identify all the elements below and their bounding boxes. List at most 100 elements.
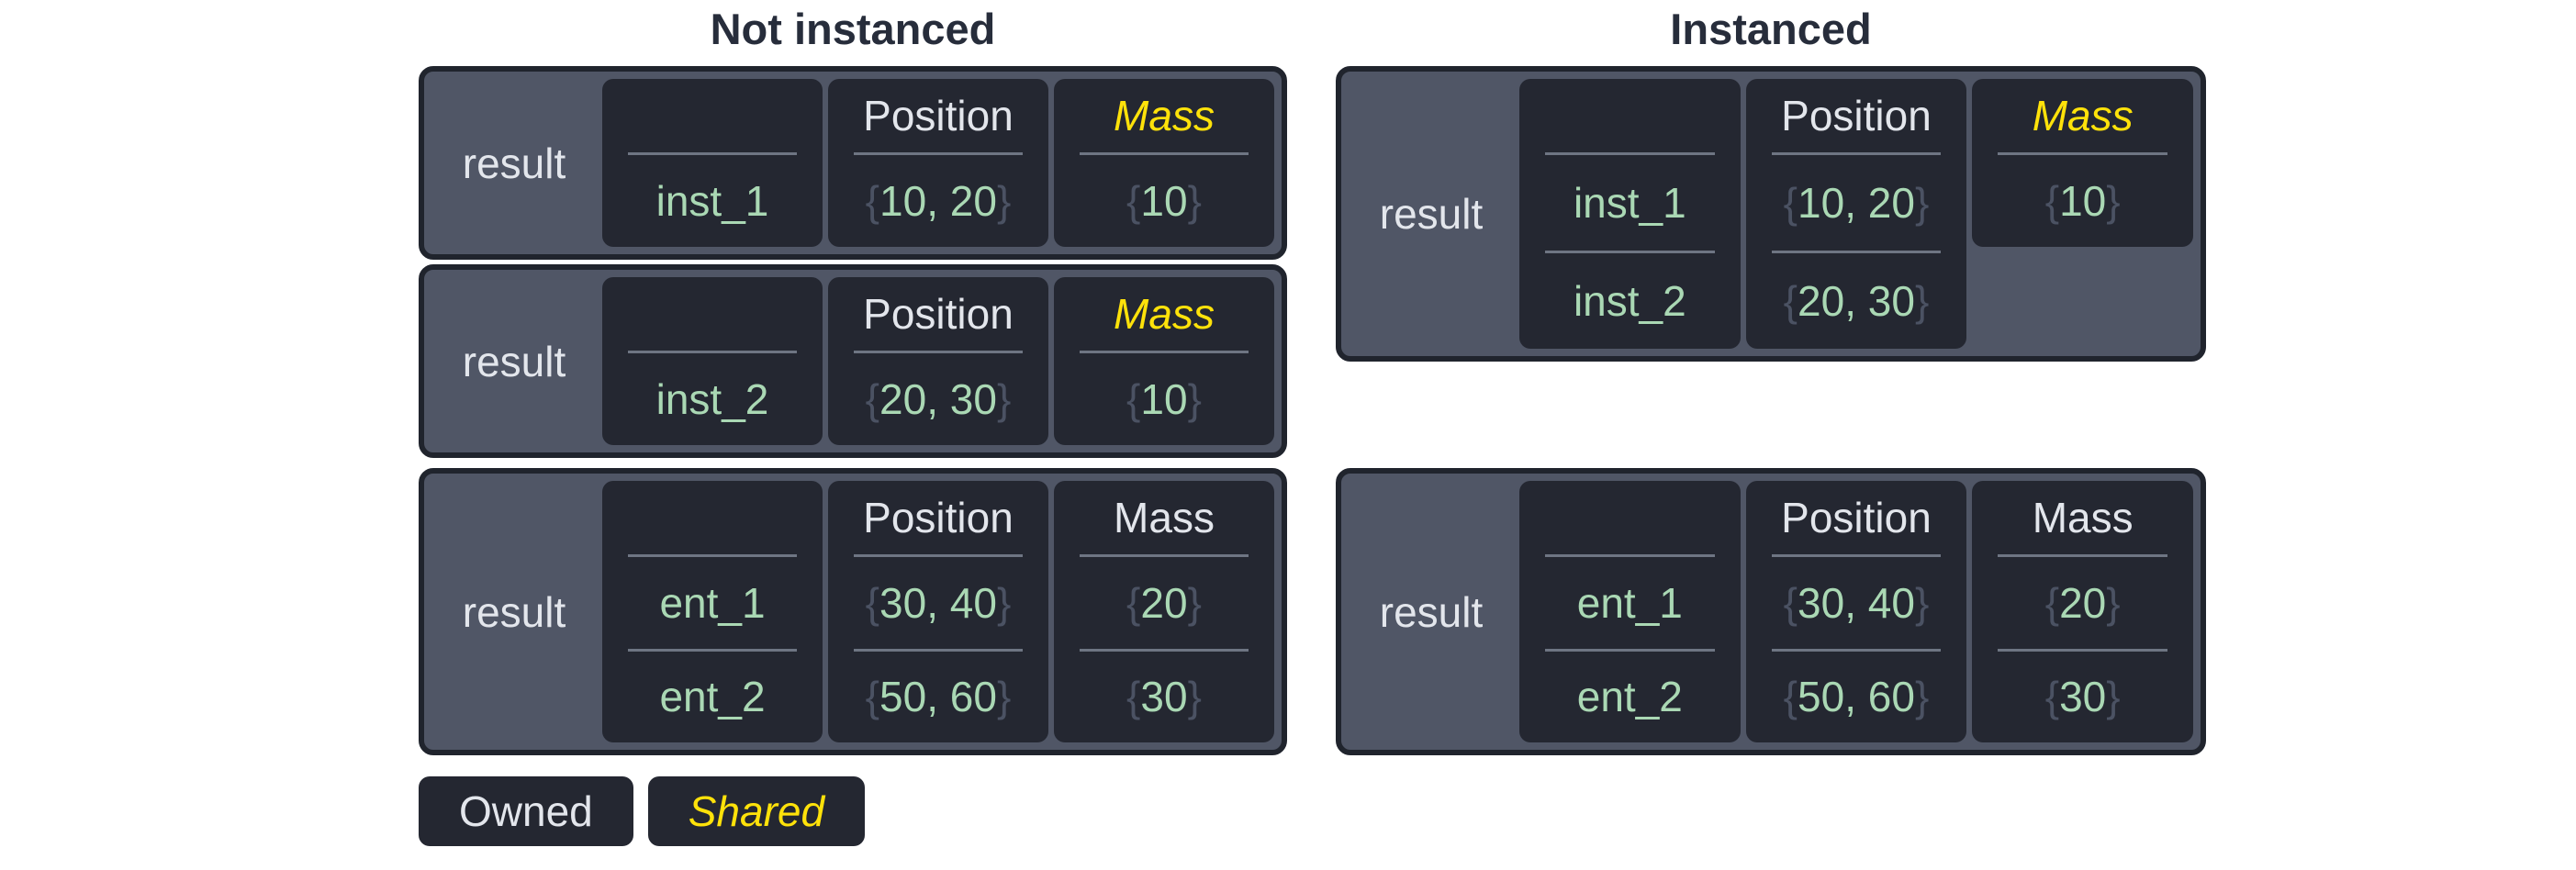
value-text: 50, 60 <box>879 673 997 721</box>
result-label: result <box>462 337 566 385</box>
entity-name: inst_2 <box>655 375 769 423</box>
value-text: 20 <box>2059 578 2107 627</box>
mass-column-cell: Mass{20}{30} <box>1054 481 1274 742</box>
legend: Owned Shared <box>419 776 866 846</box>
position-column-cell: Position {20, 30} <box>828 277 1048 445</box>
value-text: 10 <box>1140 375 1188 423</box>
component-value: {30, 40} <box>1746 557 1967 649</box>
value-text: 10, 20 <box>879 177 997 225</box>
component-value: {20} <box>1972 557 2193 649</box>
component-value: {50, 60} <box>828 652 1048 743</box>
value-brace: } <box>1187 673 1202 721</box>
value-brace: } <box>1914 179 1930 227</box>
value-brace: } <box>996 673 1012 721</box>
column-header: Mass <box>1114 494 1215 541</box>
value-brace: } <box>2106 673 2121 721</box>
component-value: {20, 30} <box>828 353 1048 445</box>
divider-line <box>854 554 1023 557</box>
value-text: 20, 30 <box>879 375 997 423</box>
column-header: Mass <box>2032 92 2134 139</box>
value-brace: } <box>2106 177 2121 225</box>
value-brace: } <box>1187 177 1202 225</box>
legend-shared-chip: Shared <box>647 776 866 846</box>
position-column-cell: Position{10, 20}{20, 30} <box>1745 79 1967 349</box>
entity-name: ent_1 <box>659 578 766 627</box>
value-brace: { <box>2044 578 2060 627</box>
value-brace: { <box>1783 578 1798 627</box>
mass-column-cell: Mass{20}{30} <box>1972 481 2194 742</box>
divider-line <box>1080 554 1249 557</box>
component-value: {10} <box>1054 155 1274 247</box>
divider-line <box>628 152 797 155</box>
value-brace: } <box>1914 578 1930 627</box>
component-value: {20} <box>1054 557 1274 649</box>
value-brace: { <box>865 177 880 225</box>
section-title: Not instanced <box>710 5 996 53</box>
value-text: 30, 40 <box>1798 578 1915 627</box>
divider-line <box>1998 152 2168 155</box>
component-value: {20, 30} <box>1746 253 1967 349</box>
divider-line <box>1771 648 1942 652</box>
column-header: Mass <box>1114 290 1215 338</box>
value-brace: } <box>2106 578 2121 627</box>
value-text: 20, 30 <box>1798 277 1915 325</box>
column-header: Position <box>1781 92 1932 139</box>
position-column-cell: Position{30, 40}{50, 60} <box>1745 481 1967 743</box>
column-header <box>1519 79 1741 152</box>
divider-line <box>1545 251 1715 253</box>
entity-name: ent_2 <box>659 673 766 721</box>
value-brace: { <box>1783 673 1798 721</box>
value-brace: { <box>1126 673 1141 721</box>
entity-column-cell: inst_1 <box>602 79 823 247</box>
value-brace: { <box>1126 375 1141 423</box>
query-result-table: result inst_1 Position {10, 20}Mass{10} <box>419 66 1287 260</box>
divider-line <box>1771 554 1942 557</box>
mass-column-cell: Mass{10} <box>1972 79 2194 247</box>
column-header <box>602 277 823 351</box>
divider-line <box>1080 351 1249 353</box>
divider-line <box>1080 152 1249 155</box>
column-header <box>602 481 823 554</box>
component-value: {10} <box>1054 353 1274 445</box>
value-brace: { <box>1783 277 1798 325</box>
mass-column-cell: Mass {10} <box>1054 277 1274 445</box>
value-brace: } <box>1914 673 1930 721</box>
component-value: {50, 60} <box>1746 652 1967 743</box>
column-header: Position <box>863 494 1014 541</box>
entity-name: inst_2 <box>1573 277 1686 325</box>
result-label: result <box>462 139 566 187</box>
legend-owned-label: Owned <box>459 787 593 835</box>
value-text: 30, 40 <box>879 578 997 627</box>
value-brace: { <box>1126 177 1141 225</box>
divider-line <box>1771 251 1942 253</box>
column-header: Position <box>1781 494 1932 541</box>
value-brace: } <box>996 578 1012 627</box>
value-text: 50, 60 <box>1798 673 1915 721</box>
column-header: Position <box>863 290 1014 338</box>
value-brace: { <box>2044 177 2060 225</box>
column-header: Position <box>863 92 1014 139</box>
divider-line <box>628 648 797 652</box>
divider-line <box>1545 648 1715 652</box>
value-brace: { <box>865 578 880 627</box>
divider-line <box>1545 554 1715 557</box>
value-text: 10, 20 <box>1798 179 1915 227</box>
divider-line <box>1545 152 1715 155</box>
result-label: result <box>1379 587 1484 636</box>
divider-line <box>854 152 1023 155</box>
divider-line <box>854 351 1023 353</box>
table-columns: inst_2 Position {20, 30} Mass {10} <box>602 277 1274 445</box>
mass-column-cell: Mass{10} <box>1054 79 1274 247</box>
value-brace: } <box>1914 277 1930 325</box>
legend-owned-chip: Owned <box>419 776 633 846</box>
